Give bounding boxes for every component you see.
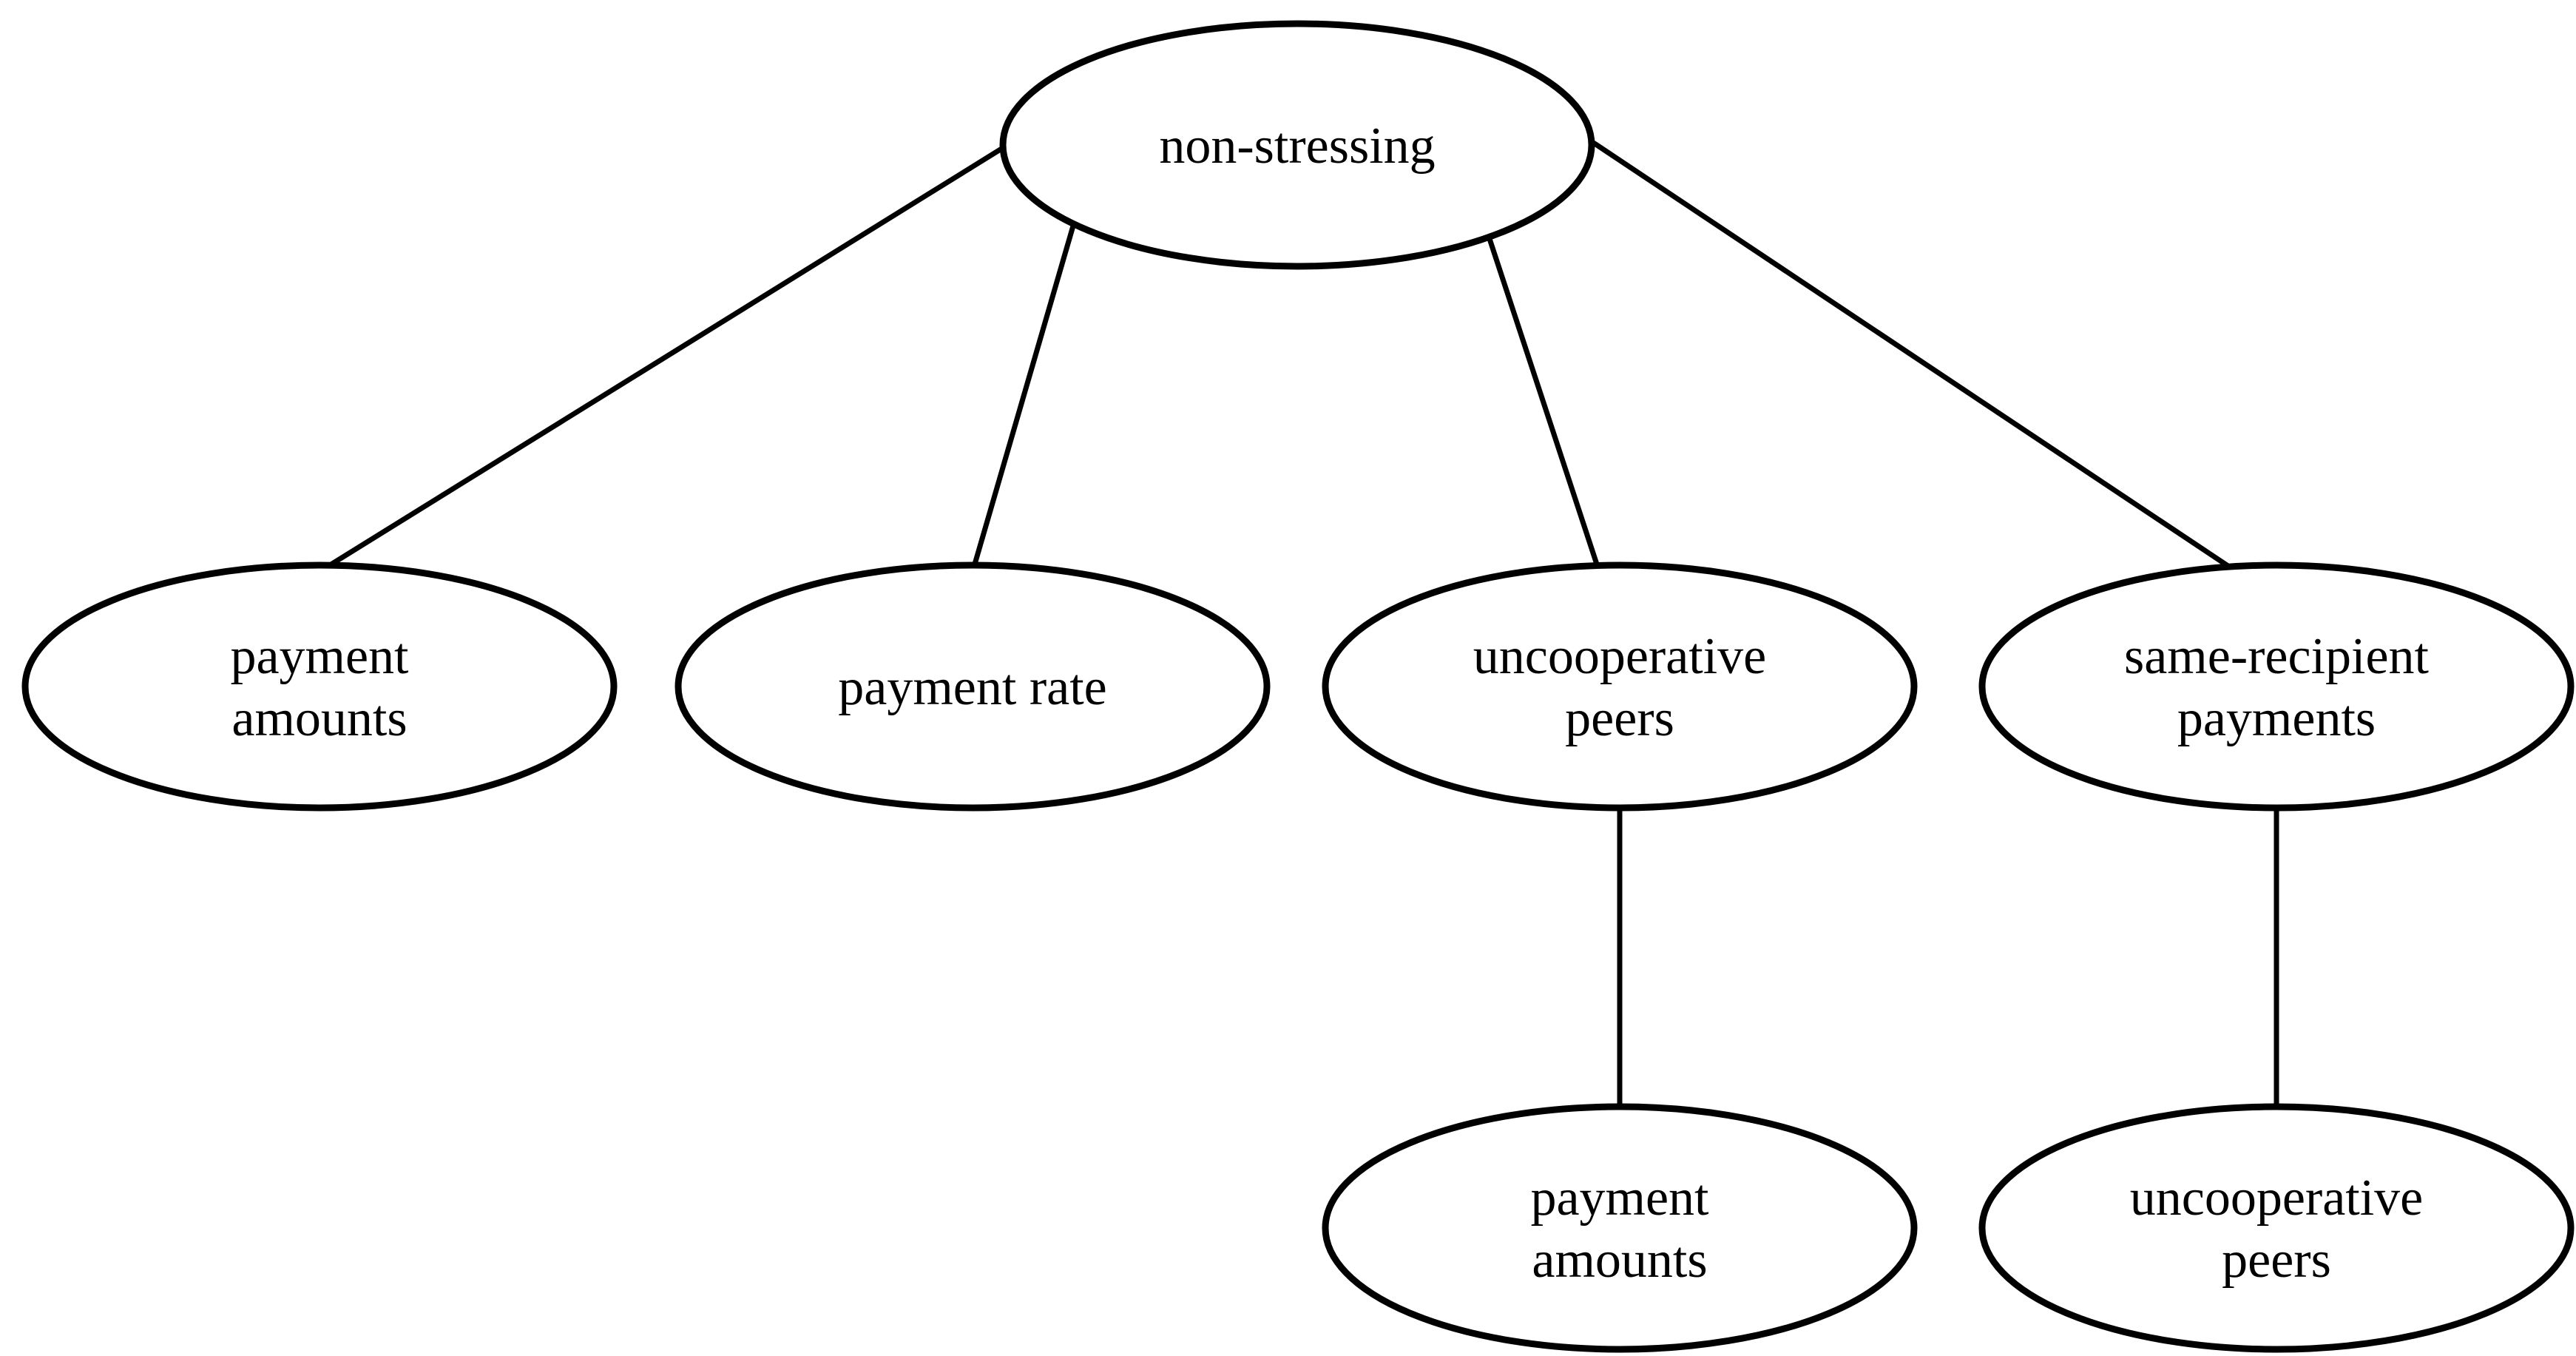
edge-non-stressing--uncooperative-peers [1469, 183, 1606, 586]
edge-non-stressing--same-recipient-payments [1566, 124, 2257, 587]
node-payment-rate-ellipse [675, 561, 1271, 812]
node-non-stressing: non-stressing [999, 20, 1595, 270]
node-non-stressing-label: non-stressing [1159, 118, 1435, 175]
edge-non-stressing--payment-amounts [319, 135, 1022, 573]
node-payment-rate: payment rate [675, 561, 1271, 812]
node-uncooperative-peers-ellipse [1322, 561, 1918, 812]
node-payment-amounts-2-ellipse [1322, 1103, 1918, 1353]
node-uncooperative-peers-2-ellipse [1978, 1103, 2575, 1353]
edges-layer [319, 124, 2279, 1154]
node-payment-amounts-ellipse [21, 561, 618, 812]
node-same-recipient-payments-ellipse [1978, 561, 2575, 812]
node-non-stressing-ellipse [999, 20, 1595, 270]
node-payment-rate-label: payment rate [838, 659, 1106, 716]
edge-non-stressing--payment-rate [966, 177, 1090, 585]
